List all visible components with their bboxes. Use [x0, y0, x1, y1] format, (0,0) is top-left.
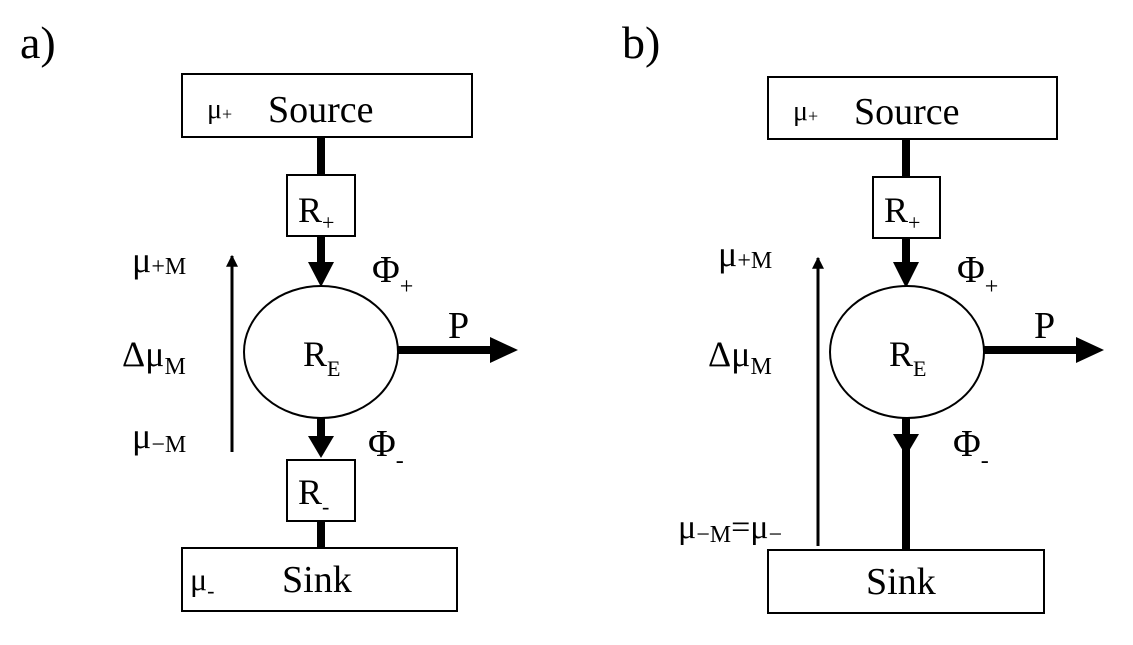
panel-b-phi-minus: Φ-: [953, 423, 989, 474]
panel-a-power-label: P: [448, 305, 469, 347]
panel-a-rplus-label: R+: [298, 190, 334, 235]
panel-b-power-arrowhead: [1076, 337, 1104, 363]
panel-a-sink-mu: μ-: [190, 561, 214, 603]
panel-a-delta-mu-m: ΔμM: [122, 334, 186, 380]
panel-b-arrowhead-phi-minus: [893, 434, 919, 456]
panel-a-mu-minus-m: μ−M: [132, 416, 186, 458]
panel-b-sink-label: Sink: [866, 561, 936, 603]
panel-a-rminus-label: R-: [298, 472, 329, 519]
panel-a-source-box: [181, 73, 473, 138]
panel-b-sink-box: [767, 549, 1045, 614]
panel-a-source-label: Source: [268, 89, 374, 131]
panel-a-arrowhead-phi-minus: [308, 436, 334, 458]
panel-b-mu-plus-m: μ+M: [718, 234, 772, 274]
panel-a-phi-minus: Φ-: [368, 423, 404, 474]
panel-b-source-mu: μ+: [793, 96, 818, 127]
panel-b-rplus-label: R+: [884, 190, 920, 235]
panel-b: b) μ+ Source R+ Φ+ RE P Φ- Sink μ+M ΔμM …: [622, 17, 1104, 614]
panel-a-sink-box: [181, 547, 458, 612]
panel-b-re-label: RE: [889, 334, 926, 381]
panel-a-rminus-box: [286, 459, 356, 522]
panel-b-mu-equality: μ−M=μ−: [678, 509, 782, 548]
panel-a-power-arrowhead: [490, 337, 518, 363]
panel-b-arrowhead-phi-plus: [893, 262, 919, 288]
panel-b-delta-mu-m: ΔμM: [708, 334, 772, 380]
panel-a-source-mu: μ+: [207, 94, 232, 125]
panel-a-rplus-box: [286, 174, 356, 237]
panel-a-sink-label: Sink: [282, 559, 352, 601]
panel-b-phi-plus: Φ+: [957, 249, 998, 300]
panel-b-source-box: [767, 76, 1058, 140]
panel-a-label: a): [20, 17, 56, 68]
panel-b-rplus-box: [872, 176, 941, 239]
panel-b-power-label: P: [1034, 305, 1055, 347]
panel-a-arrowhead-phi-plus: [308, 262, 334, 287]
panel-a-mu-plus-m: μ+M: [132, 240, 186, 280]
panel-b-label: b): [622, 17, 660, 68]
panel-b-source-label: Source: [854, 91, 960, 133]
panel-a-phi-plus: Φ+: [372, 249, 413, 300]
panel-a-re-label: RE: [303, 334, 340, 381]
panel-a: a) μ+ Source R+ Φ+ RE P Φ- R- μ- Sink: [20, 17, 518, 612]
